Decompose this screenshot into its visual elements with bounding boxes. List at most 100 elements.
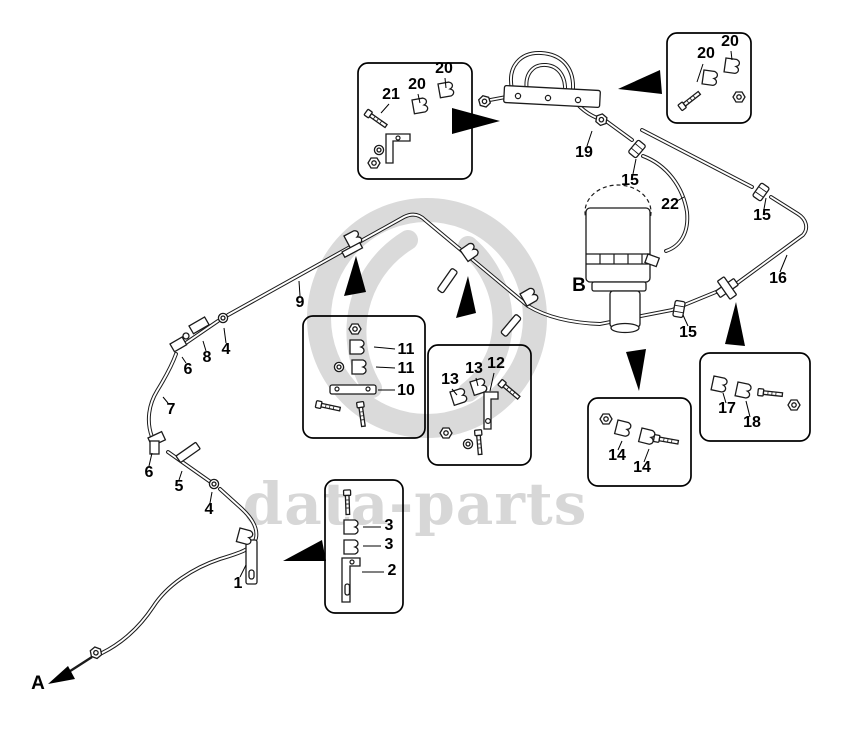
leader-line bbox=[722, 392, 727, 404]
clamp-11-b bbox=[351, 359, 367, 375]
dryer-canister-bottom bbox=[610, 322, 640, 334]
leader-line bbox=[676, 196, 685, 202]
dryer-right-port bbox=[644, 253, 661, 268]
bracket-hole-2 bbox=[544, 94, 552, 102]
part-label-4: 4 bbox=[222, 341, 231, 358]
leader-line bbox=[489, 372, 495, 392]
leader-line bbox=[617, 440, 623, 451]
clamp-20-d bbox=[723, 57, 741, 75]
clamp-14-a bbox=[613, 419, 633, 438]
part-label-7: 7 bbox=[167, 401, 176, 418]
part-label-16: 16 bbox=[769, 270, 787, 287]
detail-box-20-topright-parts bbox=[677, 57, 746, 112]
leader-line bbox=[475, 377, 479, 387]
bracket-1-slot bbox=[248, 569, 255, 580]
leader-line bbox=[763, 197, 767, 210]
detail-box-17-18 bbox=[699, 352, 811, 442]
washer-box1 bbox=[373, 144, 385, 156]
leader-line bbox=[223, 327, 227, 344]
bracket-10-bar bbox=[329, 384, 377, 395]
pointer-arrow-box17 bbox=[725, 302, 745, 346]
part-label-13: 13 bbox=[465, 360, 483, 377]
washer-box4 bbox=[462, 438, 474, 450]
bolt-box3-h bbox=[314, 399, 342, 414]
part-label-22: 22 bbox=[661, 196, 679, 213]
part-label-11: 11 bbox=[398, 360, 415, 377]
bracket-10-hole-2 bbox=[365, 386, 371, 392]
bracket-21 bbox=[385, 133, 411, 164]
bolt-21 bbox=[363, 108, 389, 130]
leader-line bbox=[148, 452, 153, 467]
fittings-layer bbox=[87, 94, 771, 661]
dryer-base bbox=[591, 281, 647, 292]
pointer-arrow-clamp9 bbox=[344, 256, 366, 296]
clamp-11-a bbox=[349, 339, 365, 355]
dryer-canister bbox=[609, 290, 641, 328]
elbow-6-upper bbox=[169, 336, 188, 353]
detail-box-12-13 bbox=[427, 344, 532, 466]
detail-box-20-topright bbox=[666, 32, 752, 124]
part-label-15: 15 bbox=[621, 172, 639, 189]
bracket-12 bbox=[483, 391, 499, 430]
leader-line bbox=[643, 448, 650, 463]
elbow-6-lower-b bbox=[149, 440, 160, 455]
part-label-4: 4 bbox=[205, 501, 214, 518]
dryer-top-dashed bbox=[584, 184, 652, 240]
leader-line bbox=[586, 130, 593, 147]
washer-4-lower bbox=[208, 478, 220, 490]
pointer-arrows-layer bbox=[48, 70, 745, 684]
bracket-2-slot bbox=[344, 583, 351, 596]
bracket-hole-3 bbox=[574, 96, 582, 104]
clamp-3-a bbox=[343, 519, 359, 535]
nut-box4 bbox=[439, 427, 453, 439]
part-label-20: 20 bbox=[697, 45, 715, 62]
bracket-2 bbox=[341, 557, 361, 603]
clamp-3-b bbox=[343, 539, 359, 555]
detail-box-2-3-parts bbox=[341, 489, 361, 603]
bolt-box4-v bbox=[473, 429, 485, 456]
part-label-8: 8 bbox=[203, 349, 212, 366]
pointer-arrow-box14 bbox=[626, 349, 646, 391]
clamp-14-b bbox=[637, 427, 657, 446]
clamp-20-c bbox=[701, 69, 719, 87]
part-label-18: 18 bbox=[743, 414, 761, 431]
leader-line bbox=[632, 158, 637, 175]
clamp-20-a bbox=[411, 96, 429, 115]
part-label-15: 15 bbox=[679, 324, 697, 341]
part-label-20: 20 bbox=[435, 60, 453, 77]
leader-line bbox=[162, 396, 169, 404]
part-label-A: A bbox=[31, 673, 45, 694]
bracket-10-hole-1 bbox=[334, 386, 340, 392]
part-label-9: 9 bbox=[296, 294, 305, 311]
detail-box-12-13-parts bbox=[439, 377, 522, 456]
part-label-6: 6 bbox=[184, 361, 193, 378]
leader-line bbox=[239, 564, 247, 578]
detail-box-2-3 bbox=[324, 479, 404, 614]
leader-line bbox=[444, 77, 447, 89]
clamp-20-b bbox=[437, 80, 455, 99]
leader-line bbox=[696, 63, 704, 83]
clamp-1 bbox=[235, 527, 255, 546]
leader-line bbox=[745, 400, 751, 418]
clamp-mid-2-plate bbox=[500, 314, 522, 337]
part-label-3: 3 bbox=[385, 517, 394, 534]
part-label-10: 10 bbox=[397, 382, 415, 399]
part-label-19: 19 bbox=[575, 144, 593, 161]
nut-box5 bbox=[787, 399, 801, 411]
fitting-8 bbox=[188, 316, 210, 335]
leader-line bbox=[417, 93, 421, 104]
part-label-5: 5 bbox=[175, 478, 184, 495]
detail-box-14-parts bbox=[599, 413, 680, 447]
part-label-3: 3 bbox=[385, 536, 394, 553]
part-label-13: 13 bbox=[441, 371, 459, 388]
clamp-pipe9-bracket bbox=[341, 241, 364, 259]
bracket-5-plate bbox=[175, 441, 201, 463]
part-label-17: 17 bbox=[718, 400, 736, 417]
leader-line bbox=[373, 346, 396, 350]
part-label-20: 20 bbox=[408, 76, 426, 93]
air-dryer-B bbox=[584, 184, 661, 334]
pointer-arrow-assembly19 bbox=[452, 108, 500, 134]
leader-line bbox=[178, 470, 183, 481]
